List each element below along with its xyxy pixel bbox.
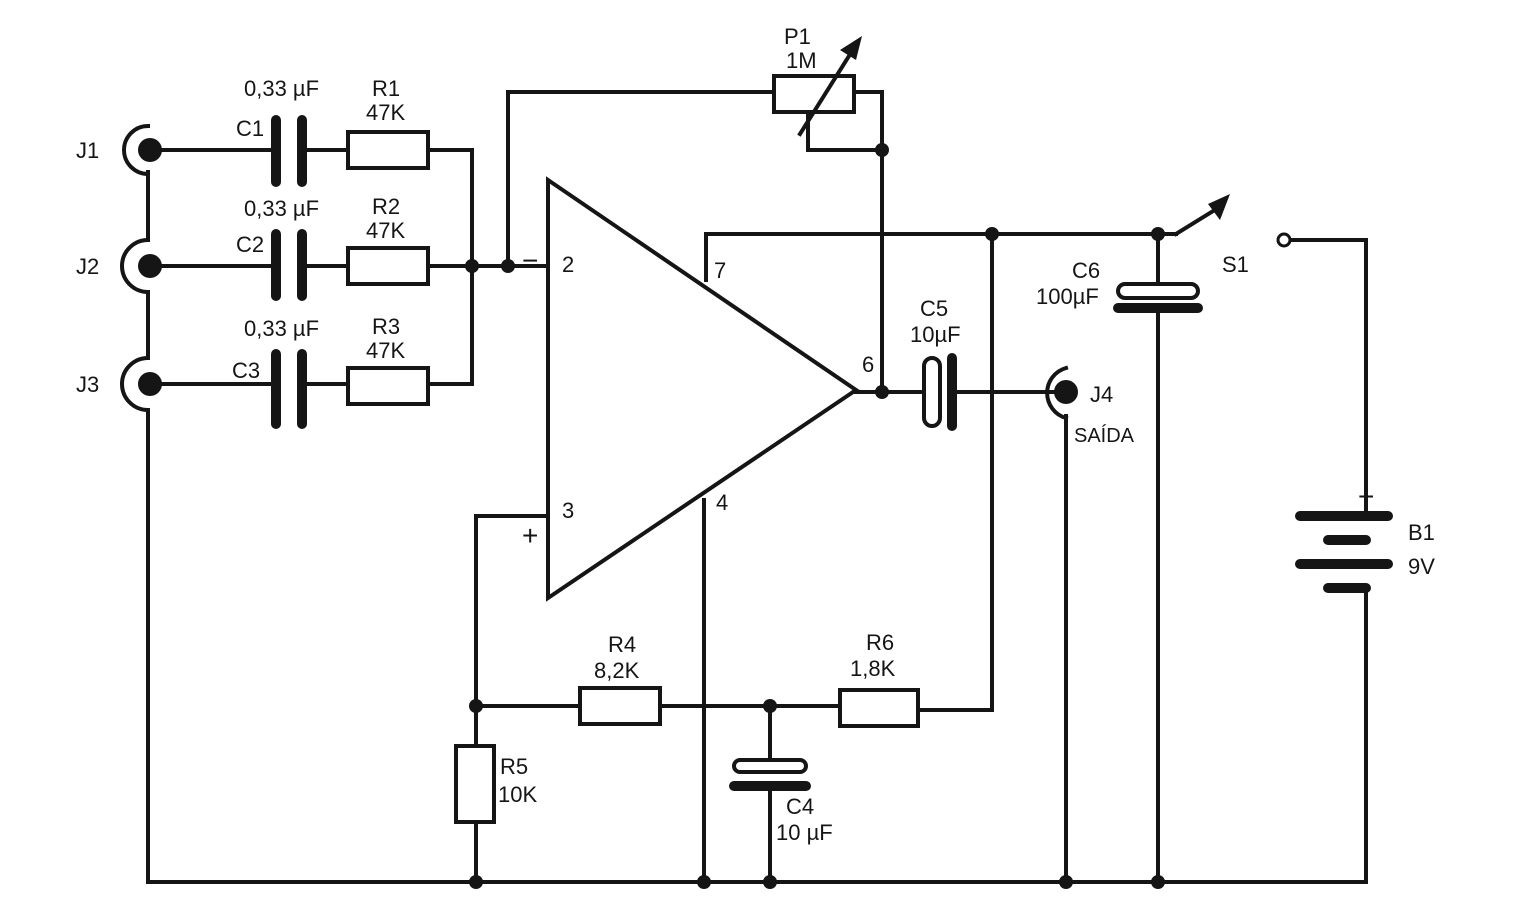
r5-label: R5 xyxy=(500,754,528,779)
r5-value: 10K xyxy=(498,782,537,807)
c6-value: 100µF xyxy=(1036,284,1099,309)
b1-polarity: + xyxy=(1358,481,1374,512)
opamp-pin-6: 6 xyxy=(862,352,874,377)
capacitor-c4: C4 10 µF xyxy=(729,758,833,845)
switch-s1: S1 xyxy=(1173,194,1292,277)
capacitor-c6: C6 100µF xyxy=(1036,258,1203,313)
jack-j3: J3 xyxy=(76,355,162,413)
capacitor-c3: C3 0,33 µF xyxy=(232,316,319,429)
r3-value: 47K xyxy=(366,338,405,363)
c1-label: C1 xyxy=(236,116,264,141)
c4-label: C4 xyxy=(786,794,814,819)
j3-label: J3 xyxy=(76,372,99,397)
r2-value: 47K xyxy=(366,218,405,243)
battery-b1: + B1 9V xyxy=(1295,481,1435,593)
opamp-pin-2: 2 xyxy=(562,252,574,277)
j2-label: J2 xyxy=(76,254,99,279)
resistor-r1: R1 47K xyxy=(346,76,430,170)
jack-j4: J4 SAÍDA xyxy=(1045,365,1135,447)
p1-label: P1 xyxy=(784,24,811,49)
resistor-r3: R3 47K xyxy=(346,314,430,406)
p1-value: 1M xyxy=(786,48,817,73)
r6-value: 1,8K xyxy=(850,656,896,681)
c1-value: 0,33 µF xyxy=(244,76,319,101)
r3-label: R3 xyxy=(372,314,400,339)
jack-j2: J2 xyxy=(76,237,162,295)
resistor-r4: R4 8,2K xyxy=(578,632,662,726)
opamp-pin-7: 7 xyxy=(714,258,726,283)
junctions xyxy=(465,143,1165,889)
resistor-r5: R5 10K xyxy=(454,744,537,824)
r1-value: 47K xyxy=(366,100,405,125)
resistor-r2: R2 47K xyxy=(346,194,430,286)
r1-label: R1 xyxy=(372,76,400,101)
c2-label: C2 xyxy=(236,232,264,257)
jack-j1: J1 xyxy=(76,123,162,177)
b1-label: B1 xyxy=(1408,520,1435,545)
opamp-pin-4: 4 xyxy=(716,490,728,515)
r2-label: R2 xyxy=(372,194,400,219)
c5-value: 10µF xyxy=(910,322,961,347)
opamp-inv-sign: − xyxy=(522,245,538,276)
capacitor-c2: C2 0,33 µF xyxy=(236,196,319,301)
j4-note: SAÍDA xyxy=(1074,424,1135,447)
s1-label: S1 xyxy=(1222,252,1249,277)
c2-value: 0,33 µF xyxy=(244,196,319,221)
c3-value: 0,33 µF xyxy=(244,316,319,341)
c6-label: C6 xyxy=(1072,258,1100,283)
b1-value: 9V xyxy=(1408,554,1435,579)
potentiometer-p1: P1 1M xyxy=(772,24,862,137)
r4-value: 8,2K xyxy=(594,658,640,683)
opamp-noninv-sign: + xyxy=(522,520,538,551)
c4-value: 10 µF xyxy=(776,820,833,845)
c5-label: C5 xyxy=(920,296,948,321)
r4-label: R4 xyxy=(608,632,636,657)
opamp-triangle xyxy=(546,176,860,602)
c3-label: C3 xyxy=(232,358,260,383)
capacitor-c5: C5 10µF xyxy=(910,296,961,431)
r6-label: R6 xyxy=(866,630,894,655)
j1-label: J1 xyxy=(76,138,99,163)
capacitor-c1: C1 0,33 µF xyxy=(236,76,319,187)
j4-label: J4 xyxy=(1090,382,1113,407)
resistor-r6: R6 1,8K xyxy=(838,630,920,728)
opamp-pin-3: 3 xyxy=(562,498,574,523)
